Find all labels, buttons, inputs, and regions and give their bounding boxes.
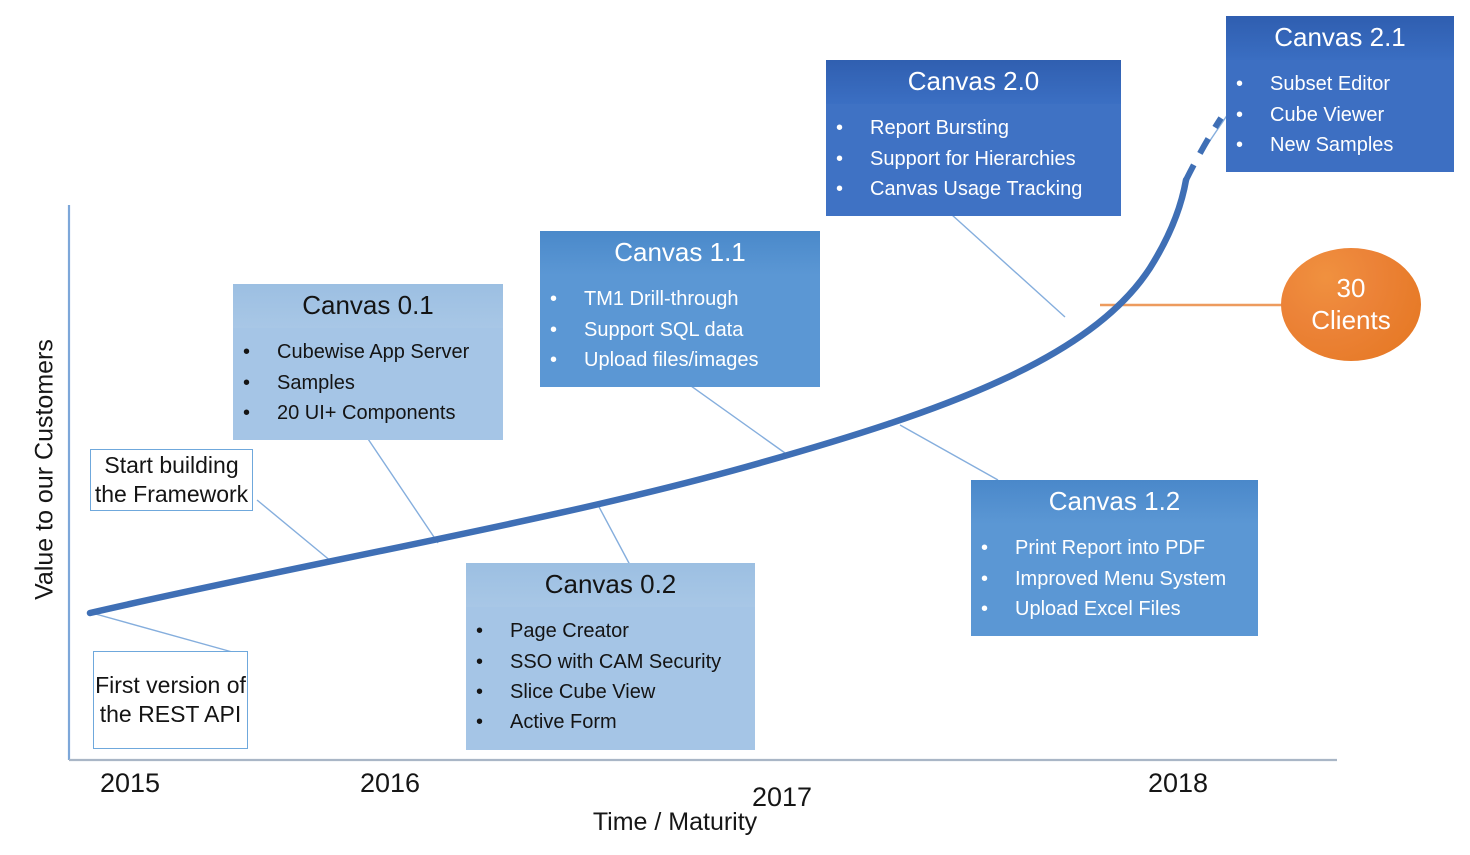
list-item: •Active Form: [466, 707, 755, 737]
list-item: •Canvas Usage Tracking: [826, 174, 1121, 204]
bullet-icon: •: [550, 318, 558, 341]
card-canvas-2-0-body: •Report Bursting •Support for Hierarchie…: [826, 104, 1121, 217]
bullet-icon: •: [981, 537, 989, 560]
bullet-icon: •: [836, 147, 844, 170]
list-item: •Print Report into PDF: [971, 533, 1258, 563]
bullet-icon: •: [243, 371, 251, 394]
bullet-icon: •: [243, 341, 251, 364]
connector-canvas-2-0: [940, 204, 1066, 318]
bullet-icon: •: [476, 711, 484, 734]
card-canvas-2-0[interactable]: Canvas 2.0 •Report Bursting •Support for…: [826, 60, 1121, 217]
x-tick-2017: 2017: [752, 782, 813, 812]
bullet-icon: •: [243, 401, 251, 424]
card-canvas-0-1-title: Canvas 0.1: [233, 284, 503, 329]
list-item: •Improved Menu System: [971, 564, 1258, 594]
list-item: •TM1 Drill-through: [540, 284, 820, 314]
card-canvas-0-2[interactable]: Canvas 0.2 •Page Creator •SSO with CAM S…: [466, 563, 755, 750]
list-item: •Upload Excel Files: [971, 594, 1258, 624]
list-item: •Report Bursting: [826, 113, 1121, 143]
note-start-building-framework: Start building the Framework: [90, 449, 253, 511]
connector-framework: [256, 499, 333, 563]
card-canvas-1-1-title: Canvas 1.1: [540, 231, 820, 276]
list-item: •Support SQL data: [540, 315, 820, 345]
card-canvas-1-2-body: •Print Report into PDF •Improved Menu Sy…: [971, 524, 1258, 637]
clients-label: Clients: [1311, 304, 1391, 335]
bullet-icon: •: [836, 117, 844, 140]
list-item: •Page Creator: [466, 616, 755, 646]
list-item: •Upload files/images: [540, 345, 820, 375]
list-item: •Subset Editor: [1226, 69, 1454, 99]
list-item: •Slice Cube View: [466, 677, 755, 707]
list-item: •Samples: [233, 368, 503, 398]
bullet-icon: •: [1236, 73, 1244, 96]
x-axis-title: Time / Maturity: [592, 808, 758, 836]
note-framework-text: Start building the Framework: [94, 451, 249, 507]
card-canvas-1-1[interactable]: Canvas 1.1 •TM1 Drill-through •Support S…: [540, 231, 820, 388]
bullet-icon: •: [1236, 133, 1244, 156]
card-canvas-2-1-title: Canvas 2.1: [1226, 16, 1454, 61]
y-axis-title: Value to our Customers: [30, 339, 59, 600]
card-canvas-1-2-title: Canvas 1.2: [971, 480, 1258, 525]
card-canvas-2-1[interactable]: Canvas 2.1 •Subset Editor •Cube Viewer •…: [1226, 16, 1454, 173]
card-canvas-0-2-title: Canvas 0.2: [466, 563, 755, 608]
x-tick-2018: 2018: [1148, 768, 1209, 798]
connector-rest-api: [91, 612, 244, 656]
bullet-icon: •: [476, 620, 484, 643]
list-item: •Cubewise App Server: [233, 337, 503, 367]
card-canvas-1-2[interactable]: Canvas 1.2 •Print Report into PDF •Impro…: [971, 480, 1258, 637]
connector-canvas-0-1: [361, 429, 439, 544]
x-tick-2016: 2016: [360, 768, 421, 798]
list-item: •Cube Viewer: [1226, 100, 1454, 130]
list-item: •SSO with CAM Security: [466, 647, 755, 677]
card-canvas-0-2-body: •Page Creator •SSO with CAM Security •Sl…: [466, 607, 755, 750]
bullet-icon: •: [476, 650, 484, 673]
bullet-icon: •: [836, 177, 844, 200]
list-item: •New Samples: [1226, 130, 1454, 160]
clients-count: 30: [1336, 273, 1366, 304]
note-rest-api-text: First version of the REST API: [95, 671, 246, 727]
connector-canvas-0-2: [597, 504, 631, 566]
bullet-icon: •: [981, 597, 989, 620]
list-item: •Support for Hierarchies: [826, 144, 1121, 174]
list-item: •20 UI+ Components: [233, 398, 503, 428]
bullet-icon: •: [981, 567, 989, 590]
card-canvas-1-1-body: •TM1 Drill-through •Support SQL data •Up…: [540, 275, 820, 388]
card-canvas-2-0-title: Canvas 2.0: [826, 60, 1121, 105]
x-tick-2015: 2015: [100, 768, 161, 798]
bullet-icon: •: [550, 288, 558, 311]
bullet-icon: •: [550, 348, 558, 371]
card-canvas-2-1-body: •Subset Editor •Cube Viewer •New Samples: [1226, 60, 1454, 173]
value-curve-projection: [1183, 116, 1224, 182]
bullet-icon: •: [1236, 103, 1244, 126]
card-canvas-0-1[interactable]: Canvas 0.1 •Cubewise App Server •Samples…: [233, 284, 503, 441]
bullet-icon: •: [476, 680, 484, 703]
clients-bubble[interactable]: 30 Clients: [1281, 248, 1421, 361]
card-canvas-0-1-body: •Cubewise App Server •Samples •20 UI+ Co…: [233, 328, 503, 441]
connector-canvas-1-1: [676, 375, 786, 454]
connector-canvas-1-2: [899, 424, 999, 481]
note-first-rest-api: First version of the REST API: [93, 651, 248, 749]
